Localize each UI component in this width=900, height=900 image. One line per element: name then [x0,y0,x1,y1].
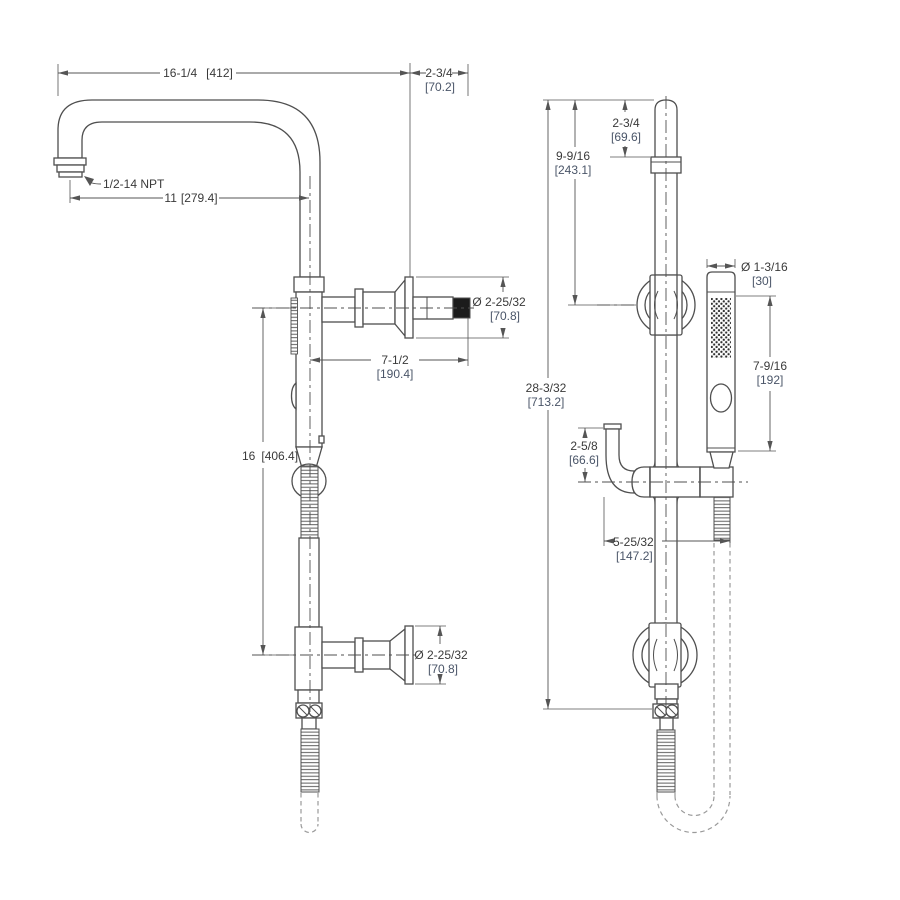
handshower-body-side [295,291,323,448]
spout-tip-collar [53,157,87,166]
spout [53,99,321,278]
spout-aerator [56,164,85,173]
dim-wall-nipple-in: 2-3/4 [425,66,453,80]
hose-ribbed-side [300,728,320,793]
dim-lower-escutcheon-in: Ø 2-25/32 [414,648,468,662]
dim-upper-escutcheon-mm: [70.8] [490,309,520,323]
dim-wall-nipple-mm: [70.2] [425,80,455,94]
dimension-lines [58,72,771,709]
dim-riser-to-supply-mm: [190.4] [377,367,414,381]
dimension-arrows [58,70,773,709]
dim-supply-spacing: 16[406.4] [242,449,298,463]
dim-top-to-collar-mm: [69.6] [611,130,641,144]
label-layer: 16-1/4[412] 2-3/4 [70.2] 1/2-14 NPT 11[2… [103,66,788,676]
supply-elbow-lower [294,625,414,691]
handshower-button-side [290,381,297,411]
dim-top-to-collar-in: 2-3/4 [612,116,640,130]
elbow-inlet-end [603,423,622,430]
escutcheon-flange-upper [404,276,414,339]
handshower-sprayface-front [711,298,731,358]
thread-callout-leader [84,176,102,186]
hose-ribbed-top [713,496,731,541]
dim-overall-height-in: 28-3/32 [526,381,567,395]
front-view [603,99,736,834]
dim-upper-escutcheon-in: Ø 2-25/32 [472,295,526,309]
dim-handshower-len-in: 7-9/16 [753,359,787,373]
dim-spout-reach: 16-1/4[412] [163,66,233,80]
extension-lines [57,63,776,710]
dim-handshower-len-mm: [192] [757,373,784,387]
wall-bracket-lower [632,622,698,793]
spout-aerator-lip [58,171,83,178]
thread-callout: 1/2-14 NPT [103,177,165,191]
dim-handshower-dia-in: Ø 1-3/16 [741,260,788,274]
dim-tip-to-riser: 11[279.4] [164,191,217,205]
supply-elbow-upper [321,276,471,339]
column-tube-side [298,537,320,628]
side-view [53,99,471,834]
handshower-notch [318,435,325,444]
hose-thread-section [300,465,319,539]
dim-top-to-bracket-mm: [243.1] [555,163,592,177]
dim-handshower-dia-mm: [30] [752,274,772,288]
dim-elbow-rise-mm: [66.6] [569,453,599,467]
handshower-sprayface-side [290,297,298,355]
hose-connection-side [295,689,323,834]
dim-elbow-to-hose-mm: [147.2] [616,549,653,563]
dim-elbow-to-hose-in: 5-25/32 [613,535,654,549]
hose-dashed-side [300,793,319,834]
supply-elbow-front [605,428,635,494]
dimension-layer [57,63,776,710]
lower-tee-body [294,626,323,691]
dim-elbow-rise-in: 2-5/8 [570,439,598,453]
hand-shower-profile [290,276,327,628]
dim-overall-height-mm: [713.2] [528,395,565,409]
hand-shower-front [706,271,736,543]
hose-dashed-loop [656,543,731,834]
handshower-taper-front [709,451,734,469]
dim-top-to-bracket-in: 9-9/16 [556,149,590,163]
dim-lower-escutcheon-mm: [70.8] [428,662,458,676]
dim-riser-to-supply-in: 7-1/2 [381,353,409,367]
handshower-button-front [709,383,733,413]
riser-collar [293,276,325,293]
hose-ribbed-bottom [656,729,676,793]
